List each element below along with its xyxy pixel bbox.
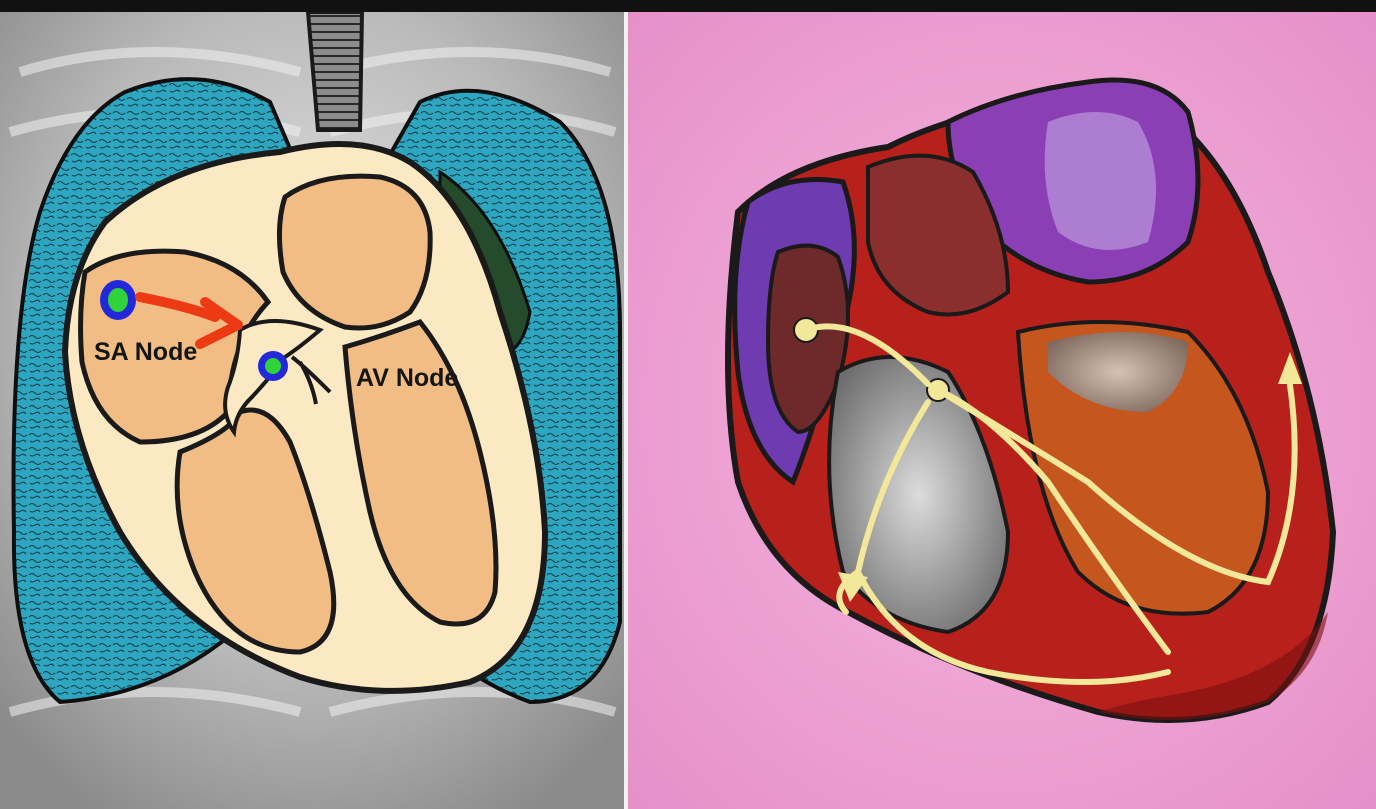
- right-panel-painted-heart: [628, 12, 1376, 809]
- left-panel-schematic-heart: SA Node AV Node: [0, 12, 624, 809]
- top-border: [0, 0, 1376, 12]
- av-node-label: AV Node: [356, 364, 458, 392]
- schematic-heart-illustration: SA Node AV Node: [0, 12, 624, 809]
- av-node-marker: [258, 351, 288, 381]
- sa-node-marker: [100, 280, 136, 320]
- painted-heart-illustration: [628, 12, 1376, 809]
- aortic-arch-highlight: [1045, 112, 1156, 250]
- sa-node-label: SA Node: [94, 338, 197, 366]
- trachea: [308, 12, 362, 130]
